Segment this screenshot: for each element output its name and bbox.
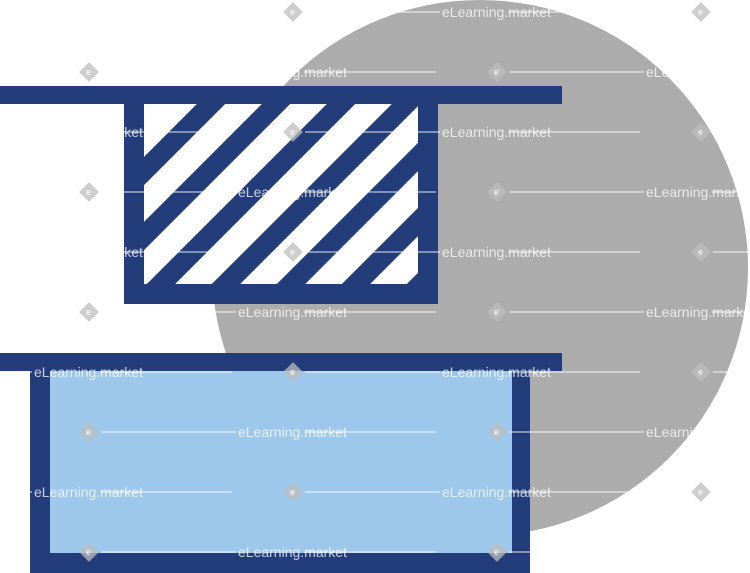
- watermark-diamond-icon: [487, 422, 507, 442]
- watermark-mark: e: [698, 367, 703, 377]
- watermark-text: eLearning.market: [34, 364, 143, 380]
- watermark-mark: e: [290, 247, 295, 257]
- watermark-diamond-icon: [79, 62, 99, 82]
- watermark-text: eLearning.market: [646, 304, 750, 320]
- watermark-diamond-icon: [487, 62, 507, 82]
- watermark-diamond-icon: [283, 482, 303, 502]
- watermark-mark: e: [86, 307, 91, 317]
- watermark-text: eLearning.market: [646, 184, 750, 200]
- watermark-layer: e eLearning.market e eLearning.market e eLear…: [0, 2, 750, 562]
- watermark-text: eLearning.market: [442, 364, 551, 380]
- watermark-mark: e: [290, 127, 295, 137]
- watermark-text: eLearning.market: [238, 304, 347, 320]
- watermark-diamond-icon: [283, 122, 303, 142]
- watermark-text: eLearning.market: [646, 64, 750, 80]
- watermark-mark: e: [86, 547, 91, 557]
- watermark-mark: e: [86, 187, 91, 197]
- watermark-diamond-icon: [487, 182, 507, 202]
- watermark-mark: e: [698, 247, 703, 257]
- watermark-diamond-icon: [79, 182, 99, 202]
- watermark-mark: e: [86, 427, 91, 437]
- watermark-diamond-icon: [487, 302, 507, 322]
- watermark-diamond-icon: [283, 242, 303, 262]
- watermark-mark: e: [290, 367, 295, 377]
- filled-box-inner: [50, 371, 512, 553]
- watermark-mark: e: [290, 7, 295, 17]
- watermark-diamond-icon: [691, 482, 711, 502]
- watermark-diamond-icon: [79, 302, 99, 322]
- watermark-mark: e: [698, 7, 703, 17]
- watermark-text: eLearning.market: [238, 184, 347, 200]
- watermark-text: eLearning.market: [238, 64, 347, 80]
- hatched-box-stripes: [144, 104, 418, 284]
- watermark-text: eLearning.market: [646, 544, 750, 560]
- watermark-mark: e: [494, 427, 499, 437]
- watermark-mark: e: [290, 487, 295, 497]
- watermark-text: eLearning.market: [442, 4, 551, 20]
- watermark-text: eLearning.market: [34, 4, 143, 20]
- watermark-mark: e: [494, 307, 499, 317]
- watermark-mark: e: [698, 487, 703, 497]
- watermark-text: eLearning.market: [442, 244, 551, 260]
- watermark-text: eLearning.market: [442, 124, 551, 140]
- watermark-diamond-icon: [283, 2, 303, 22]
- watermark-text: eLearning.market: [238, 544, 347, 560]
- watermark-diamond-icon: [283, 362, 303, 382]
- watermark-diamond-icon: [487, 542, 507, 562]
- watermark-text: eLearning.market: [34, 244, 143, 260]
- watermark-text: eLearning.market: [646, 424, 750, 440]
- watermark-mark: e: [494, 187, 499, 197]
- watermark-text: eLearning.market: [238, 424, 347, 440]
- watermark-mark: e: [494, 67, 499, 77]
- watermark-text: eLearning.market: [34, 484, 143, 500]
- watermark-text: eLearning.market: [34, 124, 143, 140]
- watermark-mark: e: [86, 67, 91, 77]
- watermark-diamond-icon: [691, 362, 711, 382]
- watermark-diamond-icon: [79, 422, 99, 442]
- watermark-mark: e: [698, 127, 703, 137]
- watermark-mark: e: [494, 547, 499, 557]
- watermark-text: eLearning.market: [442, 484, 551, 500]
